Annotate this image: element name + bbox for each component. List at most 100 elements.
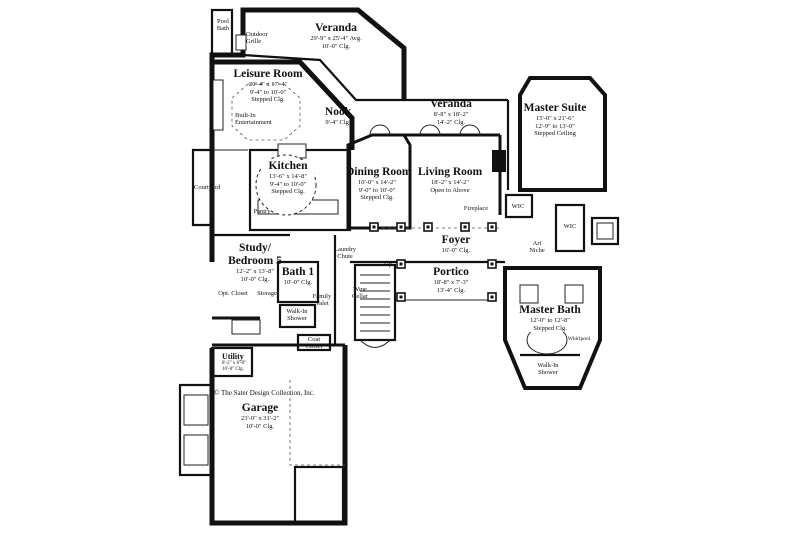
alcove-inner bbox=[596, 222, 614, 240]
room-ceiling: 10'-0" Clg. bbox=[245, 422, 275, 430]
outdoor-grille bbox=[235, 34, 247, 51]
room-ceiling: 10'-0" Clg. bbox=[321, 42, 351, 50]
room-ceiling: 12'-0" to 12'-8" bbox=[530, 317, 570, 325]
master-bath-vanity-1 bbox=[519, 284, 539, 304]
storage-label: Storage bbox=[257, 290, 277, 297]
room-dimensions: 20'-4" x 17'-4" bbox=[249, 81, 287, 89]
pantry-label: Pantry bbox=[253, 208, 271, 215]
garage-door-area bbox=[293, 465, 345, 524]
pool-bath-outline bbox=[210, 8, 234, 57]
walk-in-shower-1 bbox=[278, 303, 317, 329]
fireplace-mark bbox=[492, 150, 506, 172]
room-dining: Dining Room 10'-0" x 14'-2" 9'-0" to 10'… bbox=[346, 166, 412, 202]
room-dimensions: 8'-8" x 18'-2" bbox=[433, 111, 469, 119]
coat-closet-label: Coat Closet bbox=[305, 336, 323, 351]
portico-edge bbox=[404, 297, 489, 301]
veranda-doors bbox=[369, 124, 481, 136]
room-title: Study/ Bedroom 5 bbox=[228, 242, 282, 268]
walk-in-shower-label-1: Walk-In Shower bbox=[286, 308, 308, 323]
room-ceiling: 14'-2" Clg. bbox=[436, 118, 466, 126]
room-master-suite: Master Suite 15'-0" x 21'-6" 12'-9" to 1… bbox=[515, 102, 595, 138]
garage-bay-2 bbox=[183, 434, 209, 466]
leisure-ceiling-outline bbox=[231, 83, 301, 141]
room-title: Portico bbox=[433, 266, 469, 278]
wine-cellar-label: Wine Cellar bbox=[352, 286, 368, 301]
room-ceiling-type: Open to Above bbox=[430, 186, 470, 194]
room-ceiling: 9'-0" to 10'-0" bbox=[358, 186, 396, 194]
coat-closet bbox=[296, 333, 332, 352]
courtyard-label: Courtyard bbox=[194, 184, 221, 191]
stair-landing bbox=[359, 339, 391, 348]
room-ceiling: 12'-9" to 13'-0" bbox=[535, 122, 575, 130]
copyright-label: © The Sater Design Collection, Inc. bbox=[214, 389, 315, 397]
room-ceiling-type: Stepped Clg. bbox=[360, 194, 394, 202]
room-foyer: Foyer 16'-0" Clg. bbox=[434, 234, 478, 255]
room-dimensions: 13'-6" x 14'-8" bbox=[269, 173, 307, 181]
room-title: Veranda bbox=[315, 22, 357, 34]
room-title: Nook bbox=[324, 106, 352, 118]
foyer-columns bbox=[369, 222, 497, 232]
master-bath-outline bbox=[503, 266, 602, 390]
room-portico: Portico 18'-8" x 7'-3" 13'-4" Clg. bbox=[424, 266, 478, 294]
room-ceiling-type: Stepped Clg. bbox=[271, 188, 305, 196]
room-ceiling: 9'-4" Clg. bbox=[325, 119, 351, 127]
room-title: Master Suite bbox=[523, 102, 587, 114]
room-title: Leisure Room bbox=[233, 68, 303, 80]
room-study: Study/ Bedroom 5 12'-2" x 13'-8" 10'-0" … bbox=[224, 242, 286, 283]
built-in-label: Built-In Entertainment bbox=[235, 112, 272, 127]
room-dimensions: 18'-2" x 14'-2" bbox=[431, 179, 469, 187]
room-veranda-mid: Veranda 8'-8" x 18'-2" 14'-2" Clg. bbox=[425, 98, 477, 126]
courtyard-wall bbox=[191, 148, 212, 227]
opt-closet-label: Opt. Closet bbox=[218, 290, 248, 297]
room-utility: Utility 8'-2" x 6'-0" 10'-0" Clg. bbox=[222, 352, 250, 373]
room-ceiling: 13'-4" Clg. bbox=[436, 286, 466, 294]
family-valet-label: Family Valet bbox=[312, 293, 332, 308]
pool-bath-label: Pool Bath bbox=[216, 18, 230, 33]
room-ceiling: 10'-0" Clg. bbox=[283, 279, 313, 287]
room-master-bath: Master Bath 12'-0" to 12'-8" Stepped Clg… bbox=[514, 304, 586, 333]
bath1-outline bbox=[276, 260, 320, 304]
room-title: Bath 1 bbox=[281, 266, 315, 278]
room-ceiling-type: Stepped Ceiling bbox=[534, 130, 576, 138]
garage-bay-1 bbox=[183, 394, 209, 426]
room-kitchen: Kitchen 13'-6" x 14'-8" 9'-4" to 10'-0" … bbox=[262, 160, 314, 196]
master-suite-outline bbox=[518, 76, 607, 192]
room-title: Living Room bbox=[418, 166, 483, 178]
room-title: Garage bbox=[241, 402, 279, 414]
outdoor-grille-label: Outdoor Grille bbox=[246, 31, 268, 46]
fireplace-label: Fireplace bbox=[463, 205, 489, 212]
room-title: Utility bbox=[222, 352, 244, 361]
whirlpool-label: Whirlpool bbox=[567, 336, 591, 342]
room-bath1: Bath 1 10'-0" Clg. bbox=[281, 266, 315, 287]
stair-outline bbox=[353, 263, 397, 342]
wic-closet-1 bbox=[504, 193, 534, 219]
stair-treads bbox=[360, 274, 390, 332]
room-dimensions: 10'-0" x 14'-2" bbox=[358, 179, 396, 187]
room-title: Foyer bbox=[441, 234, 471, 246]
room-ceiling: 10'-0" Clg. bbox=[222, 366, 244, 372]
room-dimensions: 23'-0" x 31'-2" bbox=[241, 415, 279, 423]
room-title: Master Bath bbox=[519, 304, 581, 316]
entertainment-center bbox=[212, 79, 224, 131]
room-dimensions: 8'-2" x 6'-0" bbox=[222, 361, 247, 367]
walk-in-shower-label-2: Walk-In Shower bbox=[537, 362, 559, 377]
room-title: Kitchen bbox=[268, 160, 308, 172]
room-garage: Garage 23'-0" x 31'-2" 10'-0" Clg. bbox=[230, 402, 290, 430]
room-ceiling: 10'-0" Clg. bbox=[240, 275, 270, 283]
laundry-fixtures bbox=[231, 319, 261, 335]
wic-label-1: WIC bbox=[511, 203, 525, 210]
master-alcove bbox=[590, 216, 620, 246]
room-ceiling: 9'-4" to 10'-0" bbox=[269, 180, 307, 188]
room-dimensions: 29'-9" x 25'-4" Avg. bbox=[310, 35, 362, 43]
room-dimensions: 15'-0" x 21'-6" bbox=[536, 115, 574, 123]
room-title: Veranda bbox=[430, 98, 472, 110]
garage-door-swing bbox=[289, 380, 345, 466]
art-niche-label: Art Niche bbox=[529, 240, 545, 255]
room-title: Dining Room bbox=[346, 166, 412, 178]
room-ceiling-type: Stepped Clg. bbox=[251, 96, 285, 104]
room-living: Living Room 18'-2" x 14'-2" Open to Abov… bbox=[418, 166, 482, 194]
room-dimensions: 12'-2" x 13'-8" bbox=[236, 268, 274, 276]
veranda-edge bbox=[220, 53, 508, 102]
room-ceiling: 9'-4" to 10'-0" bbox=[249, 88, 287, 96]
